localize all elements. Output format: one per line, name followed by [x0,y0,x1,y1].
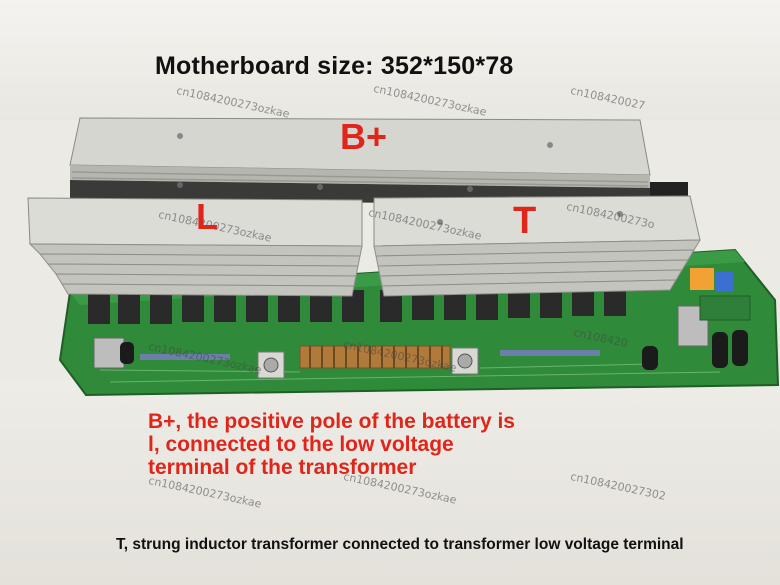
terminal-screws [257,347,479,379]
background-surface [0,380,780,585]
resistor-row [140,350,600,360]
t-label: T [513,200,537,242]
heatsink-l [27,197,363,297]
t-caption: T, strung inductor transformer connected… [116,536,684,553]
bplus-description: B+, the positive pole of the battery is … [148,410,515,479]
l-label: L [196,196,218,237]
capacitors [642,305,748,370]
bplus-label: B+ [340,116,388,157]
background-wall [0,0,780,120]
page-title: Motherboard size: 352*150*78 [155,52,514,80]
center-coil [299,345,451,369]
heatsink-t [373,195,701,297]
